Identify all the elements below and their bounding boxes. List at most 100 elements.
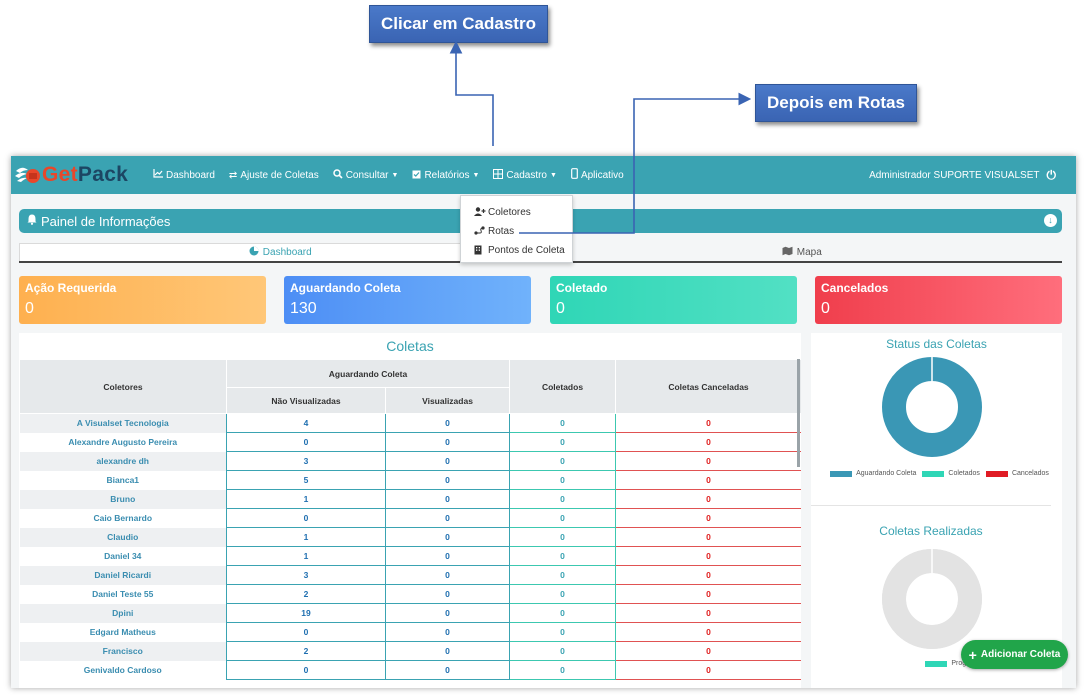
dropdown-item-pontos-coleta[interactable]: Pontos de Coleta (461, 241, 572, 260)
card-cancelados[interactable]: Cancelados 0 (815, 276, 1062, 324)
nav-cadastro[interactable]: Cadastro ▼ (493, 168, 557, 182)
mobile-phone-icon (571, 168, 578, 182)
charts-panel: Status das Coletas Aguardando Coleta Col… (811, 333, 1062, 688)
arrow-to-cadastro (449, 40, 494, 146)
cell-visualizadas: 0 (385, 622, 510, 642)
cell-canceladas: 0 (615, 413, 801, 433)
card-cancelados-value: 0 (821, 300, 830, 317)
cell-coletor[interactable]: A Visualset Tecnologia (19, 413, 227, 433)
cell-coletor[interactable]: Genivaldo Cardoso (19, 660, 227, 680)
nav-cadastro-label: Cadastro (506, 169, 547, 181)
cell-nao-visualizadas: 0 (226, 622, 386, 642)
header-coletores: Coletores (19, 359, 227, 414)
nav-aplicativo[interactable]: Aplicativo (571, 168, 624, 182)
nav-ajuste-coletas[interactable]: ⇄ Ajuste de Coletas (229, 170, 319, 181)
cell-visualizadas: 0 (385, 413, 510, 433)
nav-dashboard[interactable]: Dashboard (153, 169, 215, 181)
cell-coletados: 0 (509, 527, 616, 547)
chevron-down-icon: ▼ (472, 171, 480, 179)
tab-mapa[interactable]: Mapa (542, 243, 1063, 261)
power-icon[interactable]: ⏻ (1046, 167, 1057, 182)
cell-nao-visualizadas: 1 (226, 489, 386, 509)
legend-swatch-cancelados (985, 470, 1008, 477)
coletas-table-panel: Coletas Coletores Aguardando Coleta Cole… (19, 333, 801, 688)
cell-coletor[interactable]: Edgard Matheus (19, 622, 227, 642)
coletas-table: Coletores Aguardando Coleta Coletados Co… (19, 359, 801, 680)
card-coletado-label: Coletado (556, 281, 608, 295)
cell-visualizadas: 0 (385, 546, 510, 566)
cell-coletor[interactable]: Bruno (19, 489, 227, 509)
cell-coletor[interactable]: Daniel Ricardi (19, 565, 227, 585)
cell-coletados: 0 (509, 546, 616, 566)
card-coletado[interactable]: Coletado 0 (550, 276, 797, 324)
route-icon (474, 226, 486, 237)
cell-coletor[interactable]: Dpini (19, 603, 227, 623)
cell-visualizadas: 0 (385, 451, 510, 471)
cell-nao-visualizadas: 3 (226, 565, 386, 585)
brand-name: GetPack (42, 163, 129, 186)
cell-coletados: 0 (509, 451, 616, 471)
cell-coletor[interactable]: Bianca1 (19, 470, 227, 490)
legend-cancelados: Cancelados (1011, 470, 1049, 477)
chevron-down-icon: ▼ (550, 171, 557, 179)
winged-box-logo-icon (14, 163, 42, 187)
cell-coletor[interactable]: Claudio (19, 527, 227, 547)
cell-nao-visualizadas: 19 (226, 603, 386, 623)
nav-consultar[interactable]: Consultar ▼ (332, 168, 398, 182)
cell-coletados: 0 (509, 622, 616, 642)
card-aguardando-value: 130 (290, 300, 317, 317)
dropdown-item-rotas[interactable]: Rotas (461, 222, 572, 241)
cell-visualizadas: 0 (385, 489, 510, 509)
tab-dashboard[interactable]: Dashboard (19, 243, 542, 261)
clipboard-check-icon (412, 169, 421, 182)
cell-coletados: 0 (509, 508, 616, 528)
legend-aguardando: Aguardando Coleta (856, 470, 917, 477)
cell-coletor[interactable]: Alexandre Augusto Pereira (19, 432, 227, 452)
cell-canceladas: 0 (615, 641, 801, 661)
nav-consultar-label: Consultar (345, 169, 389, 181)
table-grid-icon (493, 168, 504, 182)
cell-coletor[interactable]: alexandre dh (19, 451, 227, 471)
map-icon (782, 246, 793, 259)
cadastro-dropdown-menu: Coletores Rotas Pontos de Coleta (460, 195, 573, 263)
cell-coletor[interactable]: Caio Bernardo (19, 508, 227, 528)
add-coleta-button[interactable]: + Adicionar Coleta (961, 640, 1068, 669)
cell-visualizadas: 0 (385, 565, 510, 585)
card-aguardando-coleta[interactable]: Aguardando Coleta 130 (284, 276, 531, 324)
tab-dashboard-label: Dashboard (262, 247, 312, 258)
brand-logo[interactable]: GetPack (14, 163, 139, 187)
cell-visualizadas: 0 (385, 470, 510, 490)
table-scrollbar[interactable] (797, 359, 800, 467)
cell-canceladas: 0 (615, 527, 801, 547)
cell-coletados: 0 (509, 413, 616, 433)
dropdown-item-coletores[interactable]: Coletores (461, 203, 572, 222)
cell-nao-visualizadas: 1 (226, 527, 386, 547)
user-menu[interactable]: Administrador SUPORTE VISUALSET ⏻ (869, 156, 1056, 194)
cell-coletor[interactable]: Francisco (19, 641, 227, 661)
legend-swatch-coletados (922, 470, 945, 477)
cell-coletor[interactable]: Daniel 34 (19, 546, 227, 566)
nav-relatorios[interactable]: Relatórios ▼ (412, 169, 479, 182)
download-circle-icon[interactable]: ↓ (1044, 214, 1057, 227)
cell-visualizadas: 0 (385, 603, 510, 623)
cell-coletor[interactable]: Daniel Teste 55 (19, 584, 227, 604)
cell-coletados: 0 (509, 584, 616, 604)
cell-canceladas: 0 (615, 432, 801, 452)
line-chart-icon (153, 169, 163, 181)
card-acao-requerida[interactable]: Ação Requerida 0 (19, 276, 266, 324)
top-navbar: GetPack Dashboard ⇄ Ajuste de Coletas Co… (11, 156, 1076, 194)
